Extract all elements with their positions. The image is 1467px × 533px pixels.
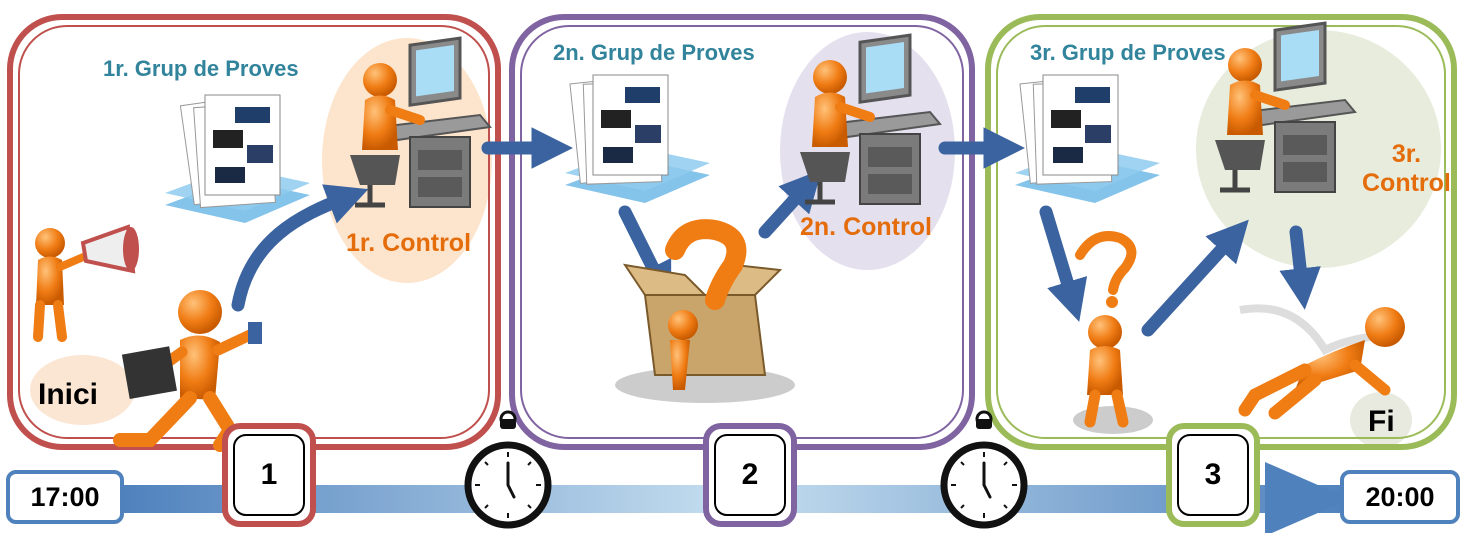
start-time-box: 17:00: [6, 470, 124, 524]
finish-line-person-icon: [1238, 304, 1405, 420]
thinking-person-icon: [1073, 231, 1153, 434]
computer-desk-person-icon: [800, 33, 942, 205]
stage1-number-box: 1: [222, 423, 316, 527]
stage2-number-box: 2: [703, 423, 797, 527]
arrow-thinker-to-control3: [1141, 219, 1249, 337]
document-stack-icon: [565, 74, 710, 203]
megaphone-person-icon: [33, 224, 139, 342]
stage2-control-label: 2n. Control: [800, 213, 932, 241]
computer-desk-person-icon: [1215, 21, 1357, 193]
computer-desk-person-icon: [350, 36, 492, 208]
arrow-box-to-control2: [758, 169, 822, 239]
running-person-icon: [113, 290, 262, 452]
stage1-control-label: 1r. Control: [346, 229, 472, 257]
end-time-box: 20:00: [1340, 470, 1460, 524]
end-label: Fi: [1368, 405, 1395, 438]
stage3-control-label-line1: 3r.: [1391, 140, 1422, 168]
arrow-runner-to-control1: [231, 184, 369, 312]
stopwatch-icon: [464, 410, 552, 529]
question-box-icon: [615, 219, 795, 403]
stage3-number-box: 3: [1166, 423, 1260, 527]
stage1-group-label: 1r. Grup de Proves: [103, 56, 299, 81]
stopwatch-icon: [940, 410, 1028, 529]
document-stack-icon: [1015, 74, 1160, 203]
arrow-control3-to-finish: [1279, 225, 1321, 310]
stage3-control-label: 3r. Control: [1362, 140, 1451, 198]
flow-arrows: [231, 127, 1321, 337]
document-stack-icon: [165, 94, 310, 223]
arrow-docs3-to-thinker: [1039, 205, 1088, 322]
stage3-control-label-line2: Control: [1362, 168, 1451, 197]
start-label: Inici: [38, 378, 99, 411]
stage3-group-label: 3r. Grup de Proves: [1030, 40, 1226, 65]
stage2-group-label: 2n. Grup de Proves: [553, 40, 755, 65]
